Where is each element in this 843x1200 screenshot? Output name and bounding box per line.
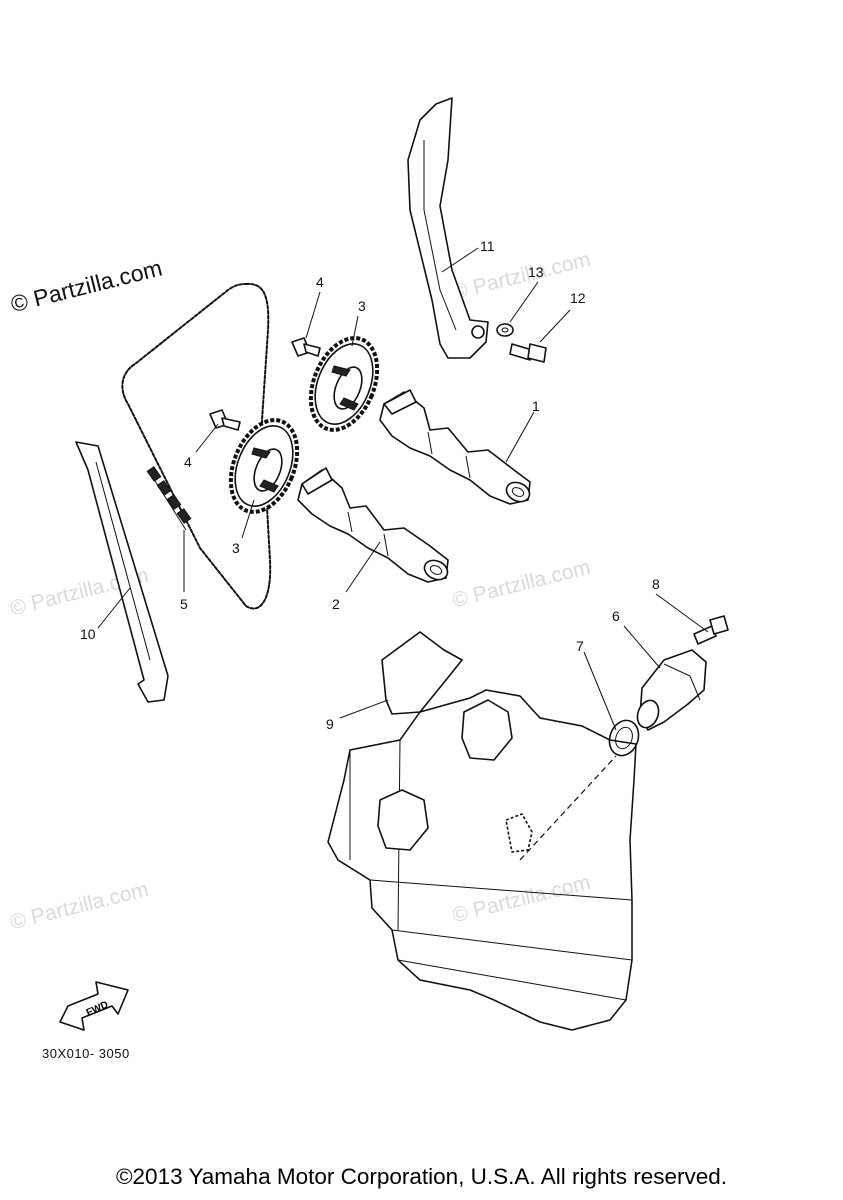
timing-chain-outline — [121, 282, 272, 610]
cylinder-head — [327, 689, 637, 1031]
forward-arrow-icon: FWD — [59, 981, 129, 1031]
diagram-part-code: 30X010- 3050 — [42, 1046, 130, 1061]
callout-13: 13 — [528, 264, 544, 280]
bolt-4-lower — [209, 409, 241, 431]
cover-plate-9 — [381, 631, 463, 715]
chain-link-segment — [146, 466, 192, 524]
callout-1: 1 — [532, 398, 540, 414]
callout-2: 2 — [332, 596, 340, 612]
cam-sprocket-upper — [308, 336, 380, 432]
callout-8: 8 — [652, 576, 660, 592]
chain-tensioner-6 — [636, 649, 707, 731]
callout-9: 9 — [326, 716, 334, 732]
bolt-12 — [509, 343, 547, 363]
callout-3-upper: 3 — [358, 298, 366, 314]
callout-5: 5 — [180, 596, 188, 612]
gasket-7 — [608, 719, 640, 757]
leader-lines — [97, 247, 709, 731]
bolt-8 — [693, 615, 729, 645]
cam-sprocket-lower — [228, 418, 300, 514]
camshaft-intake — [379, 389, 531, 505]
callout-10: 10 — [80, 626, 96, 642]
washer-13 — [496, 323, 514, 337]
callout-12: 12 — [570, 290, 586, 306]
camshaft-exhaust — [297, 467, 449, 583]
callout-7: 7 — [576, 638, 584, 654]
copyright-notice: ©2013 Yamaha Motor Corporation, U.S.A. A… — [115, 1164, 728, 1189]
callout-3-lower: 3 — [232, 540, 240, 556]
callout-4-lower: 4 — [184, 454, 192, 470]
chain-guide-intake — [407, 97, 489, 359]
callout-6: 6 — [612, 608, 620, 624]
callout-11: 11 — [480, 238, 495, 254]
callout-4-upper: 4 — [316, 274, 324, 290]
chain-guide-exhaust — [75, 441, 169, 703]
bolt-4-upper — [291, 337, 321, 357]
